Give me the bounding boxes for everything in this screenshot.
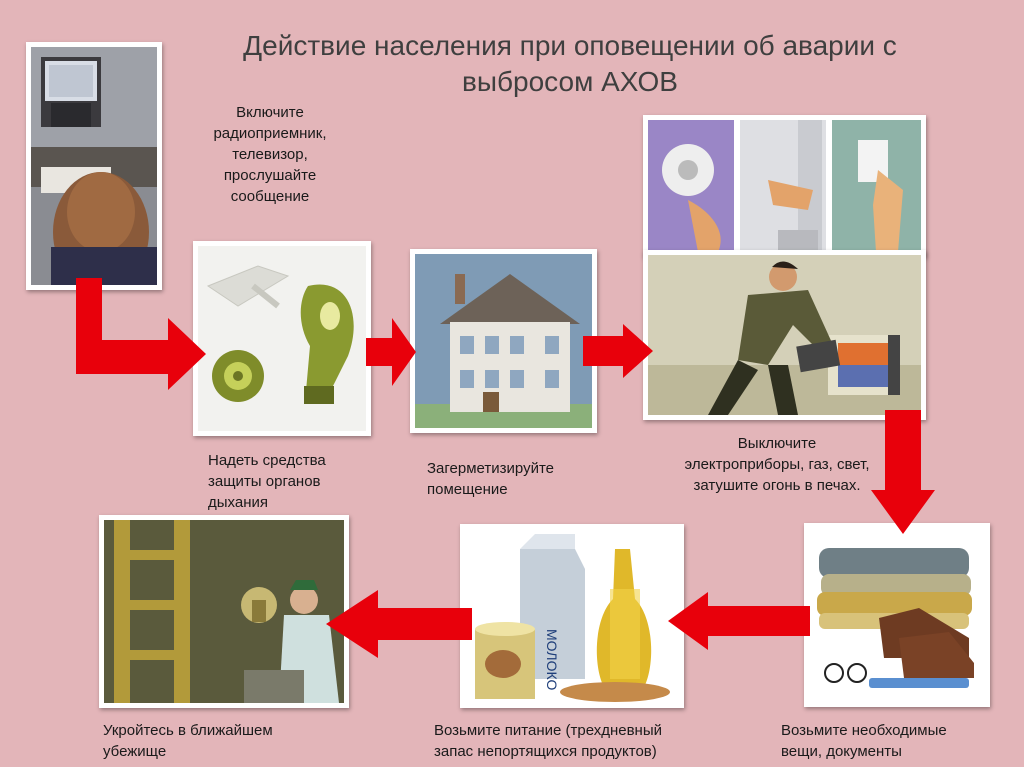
shelter-photo [99, 515, 349, 708]
caption-food: Возьмите питание (трехдневный запас непо… [434, 720, 734, 762]
switch-off-photo [643, 115, 926, 257]
svg-text:МОЛОКО: МОЛОКО [544, 629, 560, 690]
arrow-food-to-shelter [326, 590, 472, 658]
slide-title: Действие населения при оповещении об ава… [150, 28, 990, 100]
caption-switch-off: Выключите электроприборы, газ, свет, зат… [632, 433, 922, 496]
stove-photo [643, 250, 926, 420]
arrow-house-to-stove [583, 324, 653, 378]
caption-belongings: Возьмите необходимые вещи, документы [781, 720, 1011, 762]
caption-radio-tv: Включите радиоприемник, телевизор, просл… [190, 102, 350, 207]
belongings-photo [804, 523, 990, 707]
gas-mask-photo [193, 241, 371, 436]
food-photo: МОЛОКО [460, 524, 684, 708]
arrow-belongings-to-food [668, 592, 810, 650]
arrow-mask-to-house [366, 318, 416, 386]
arrow-tv-to-mask [76, 278, 206, 390]
caption-seal-room: Загерметизируйте помещение [427, 458, 597, 500]
tv-photo [26, 42, 162, 290]
house-photo [410, 249, 597, 433]
caption-shelter: Укройтесь в ближайшем убежище [103, 720, 363, 762]
caption-gas-mask: Надеть средства защиты органов дыхания [208, 450, 378, 513]
